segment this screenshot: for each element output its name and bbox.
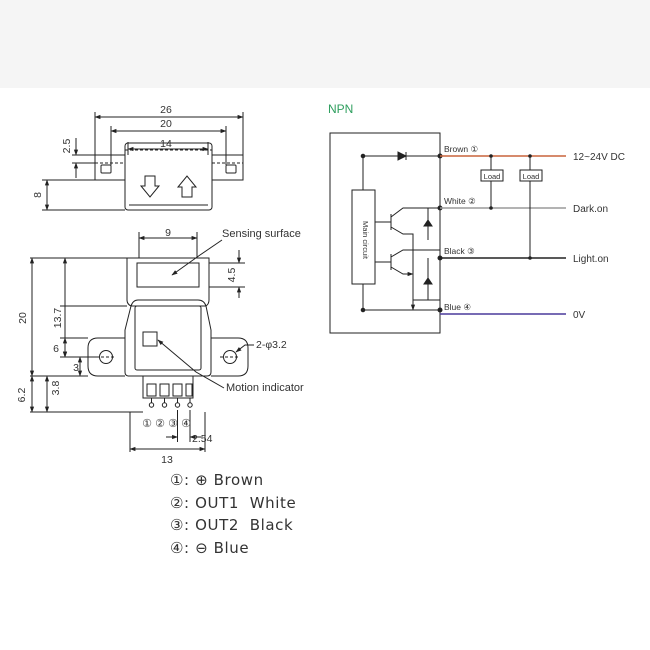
top-band [0,0,650,88]
pin-label-2: ② [155,418,165,430]
housing-upper [126,257,210,307]
arrow-down-icon [139,175,161,198]
dim-20-vertical: 20 [17,312,29,324]
dim-hole: 2-φ3.2 [256,339,287,351]
housing-lower [124,299,212,377]
pin-label-4: ④ [181,418,191,430]
output-12-24v: 12~24V DC [573,152,625,163]
output-0v: 0V [573,310,586,321]
dim-6: 6 [53,343,59,355]
pin-label-3: ③ [168,418,178,430]
label-sensing-surface: Sensing surface [222,228,301,240]
motion-indicator-led [142,331,158,347]
arrow-up-icon [176,175,198,198]
wire-label-brown: Brown ① [444,144,478,154]
wire-label-black: Black ③ [444,246,475,256]
load-2-box [519,169,543,182]
dim-2-5: 2.5 [61,139,73,154]
plus-circle-icon: ⊕ [195,471,209,489]
load-1-box [480,169,504,182]
circuit-box [329,132,441,334]
legend-text: Brown [213,471,264,489]
dim-3: 3 [73,362,79,374]
right-flange [211,154,244,181]
dim-8: 8 [32,192,44,198]
pin-legend: ①: ⊕ Brown ②: OUT1 White ③: OUT2 Black ④… [170,469,296,559]
wire-label-white: White ② [444,196,476,206]
connector-block [142,375,194,399]
dim-13-7: 13.7 [52,308,64,329]
front-view [29,232,254,452]
load-1-label: Load [484,172,501,181]
legend-text: OUT2 Black [195,516,294,534]
npn-circuit [329,132,443,334]
sensor-body-top [124,142,213,211]
legend-row-3: ③: OUT2 Black [170,514,296,537]
legend-num: ③: [170,516,190,534]
output-dark-on: Dark.on [573,204,608,215]
legend-num: ②: [170,493,190,512]
dim-4-5: 4.5 [226,268,238,283]
load-2-label: Load [523,172,540,181]
zener-diode-1-icon [423,219,433,227]
dim-26: 26 [160,104,172,116]
wire-label-blue: Blue ④ [444,302,471,312]
legend-text: OUT1 White [195,493,297,512]
zener-diode-2-icon [423,277,433,285]
dim-13: 13 [161,454,173,466]
output-light-on: Light.on [573,254,609,265]
dim-2-54: 2.54 [192,433,213,445]
dim-9: 9 [165,227,171,239]
circuit-title: NPN [328,102,353,116]
sensing-window [136,262,200,288]
top-view [42,112,244,211]
main-circuit-label: Main circuit [361,221,370,260]
dim-3-8: 3.8 [50,381,62,396]
external-wires [440,154,566,315]
dim-20: 20 [160,118,172,130]
legend-row-1: ①: ⊕ Brown [170,469,296,492]
legend-num: ④: [170,538,190,557]
legend-num: ①: [170,471,190,489]
legend-row-4: ④: ⊖ Blue [170,537,296,560]
diode-icon [397,151,408,161]
legend-text: Blue [213,538,250,557]
left-flange [94,154,126,181]
dim-6-2: 6.2 [16,388,28,403]
pin-label-1: ① [142,418,152,430]
legend-row-2: ②: OUT1 White [170,492,296,515]
dim-14: 14 [160,138,172,150]
minus-circle-icon: ⊖ [195,538,209,557]
label-motion-indicator: Motion indicator [226,382,304,394]
